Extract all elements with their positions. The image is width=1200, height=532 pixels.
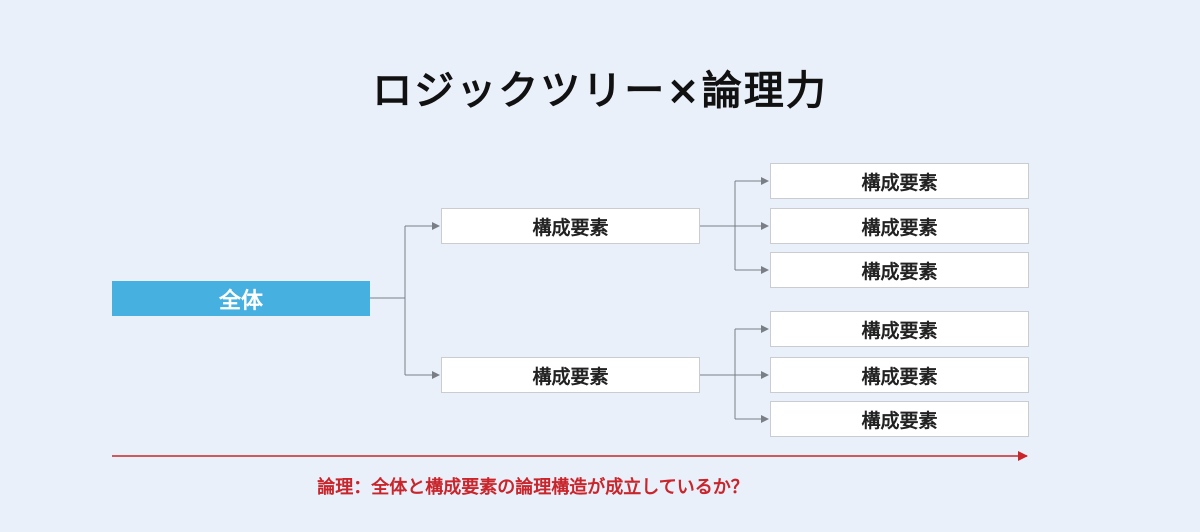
level2-node-6: 構成要素 — [770, 401, 1029, 437]
level2-node-5: 構成要素 — [770, 357, 1029, 393]
logic-caption: 論理：全体と構成要素の論理構造が成立しているか？ — [317, 477, 749, 498]
diagram-title: ロジックツリー×論理力 — [372, 68, 828, 114]
level1-node-bottom: 構成要素 — [441, 357, 700, 393]
level2-node-3: 構成要素 — [770, 252, 1029, 288]
level2-node-4: 構成要素 — [770, 311, 1029, 347]
level2-node-1: 構成要素 — [770, 163, 1029, 199]
root-node: 全体 — [112, 281, 370, 316]
level2-node-2: 構成要素 — [770, 208, 1029, 244]
level1-node-top: 構成要素 — [441, 208, 700, 244]
